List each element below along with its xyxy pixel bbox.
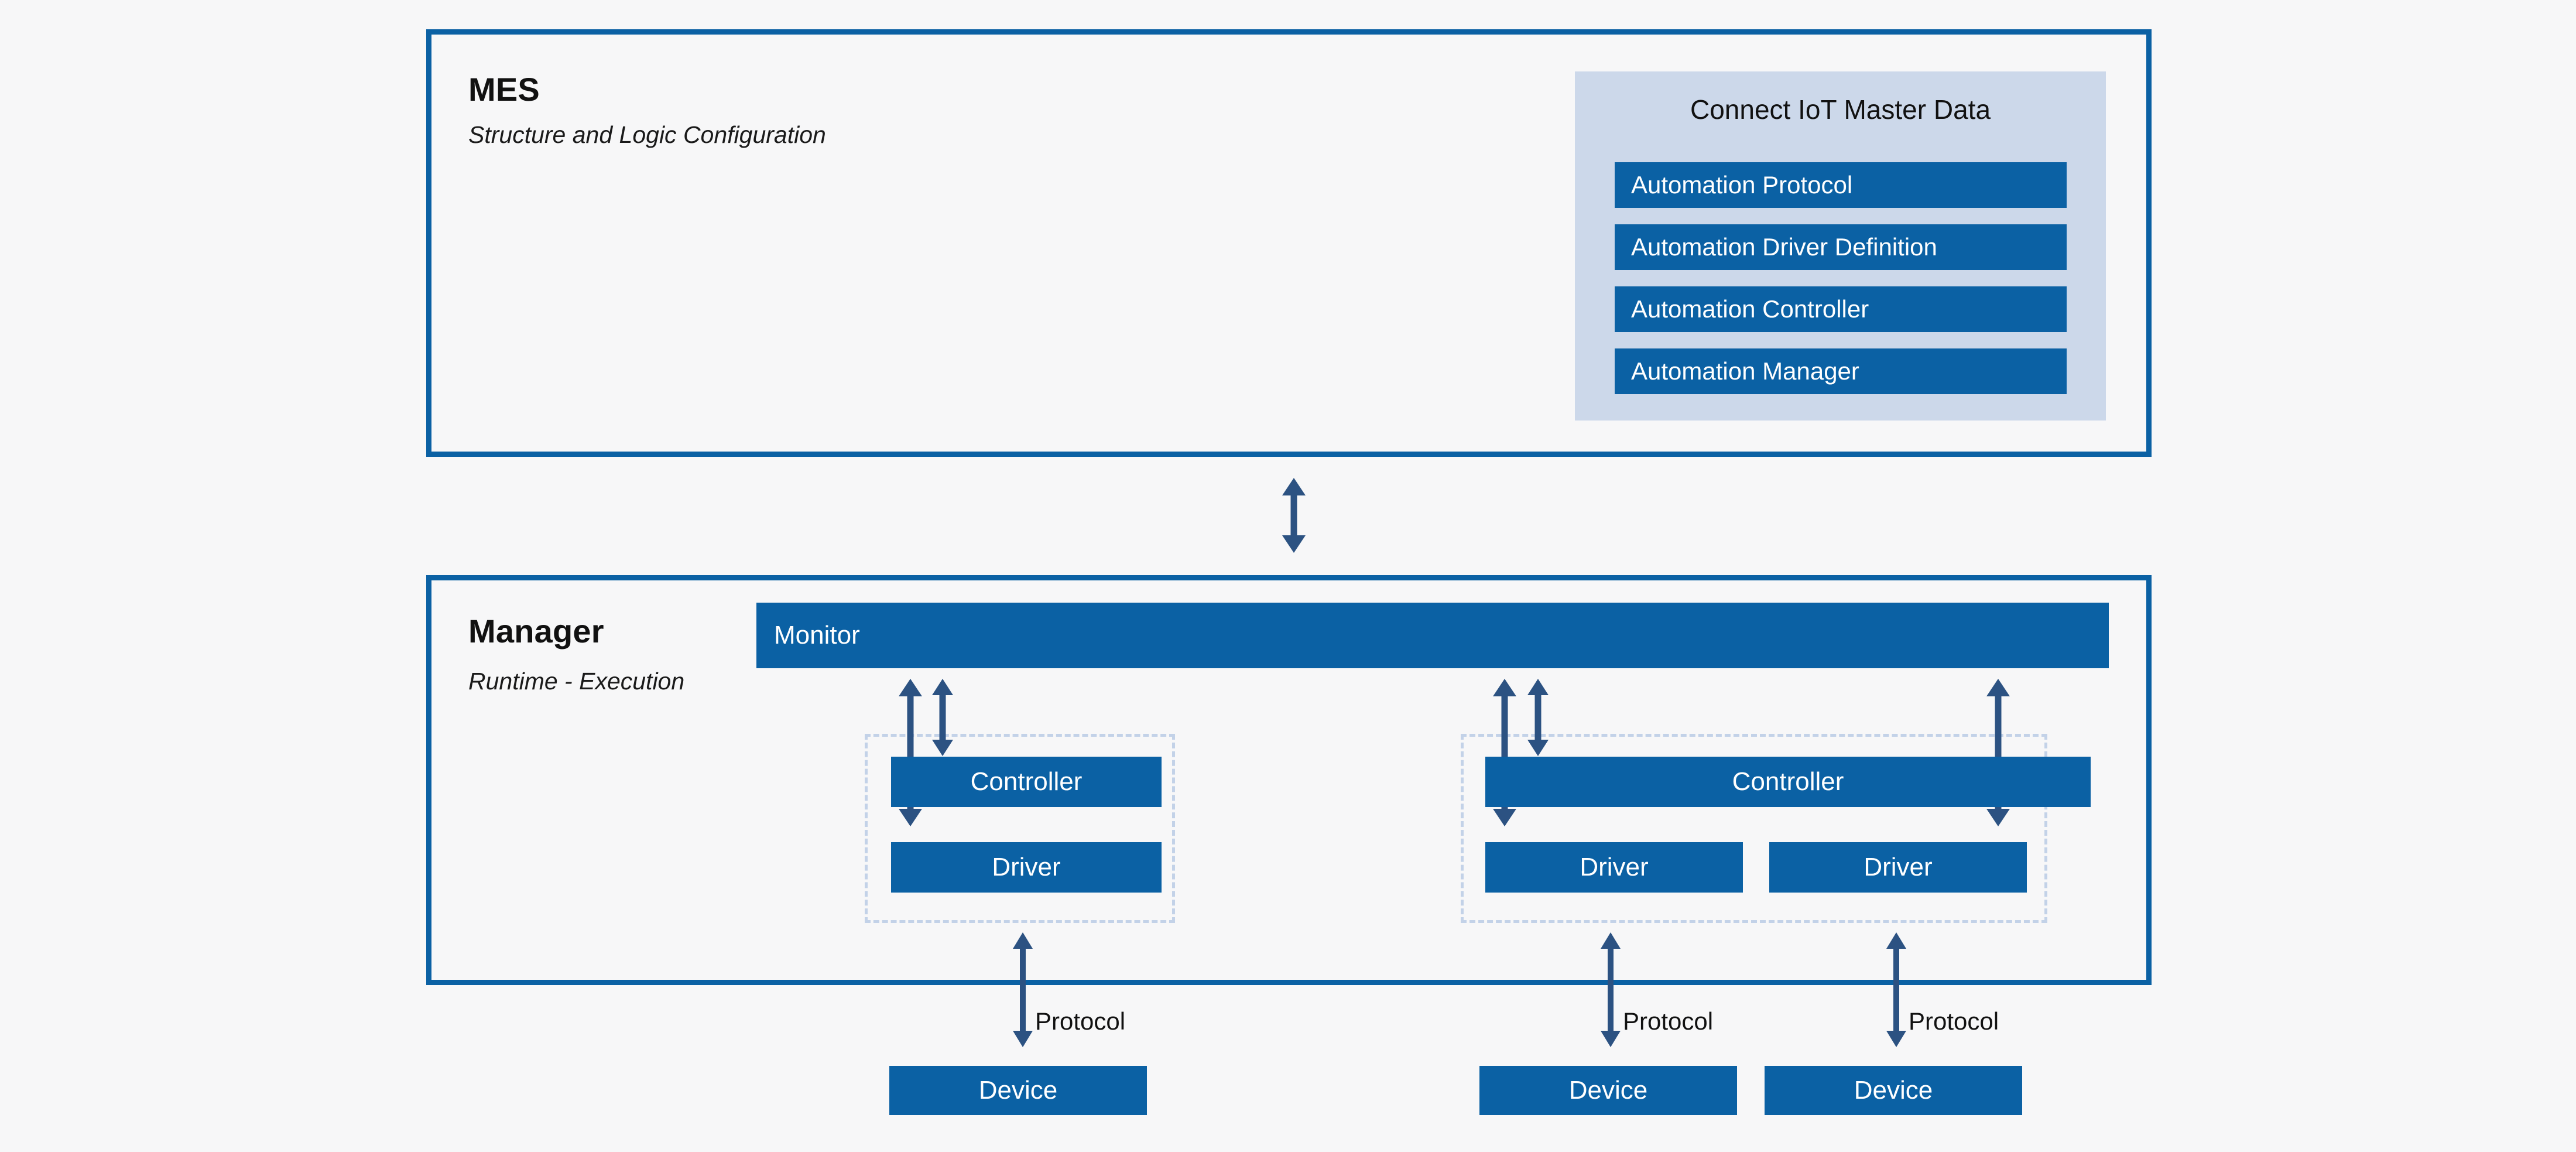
left-driver-bar[interactable]: Driver — [891, 842, 1162, 893]
protocol-arrow-0 — [1008, 931, 1037, 1048]
right-driver-bar-1[interactable]: Driver — [1485, 842, 1743, 893]
master-data-item-automation-driver-definition[interactable]: Automation Driver Definition — [1615, 224, 2067, 270]
device-box-2[interactable]: Device — [1765, 1066, 2022, 1115]
connect-iot-master-data-panel: Connect IoT Master Data Automation Proto… — [1575, 71, 2106, 421]
right-monitor-controller-short-arrow — [1520, 676, 1556, 758]
left-monitor-controller-short-arrow — [925, 676, 960, 758]
protocol-arrow-1 — [1596, 931, 1625, 1048]
mes-subtitle: Structure and Logic Configuration — [468, 121, 826, 148]
manager-subtitle: Runtime - Execution — [468, 668, 685, 695]
right-controller-bar[interactable]: Controller — [1485, 757, 2091, 807]
protocol-label-0: Protocol — [1035, 1007, 1126, 1035]
mes-manager-connector-arrow — [1270, 474, 1317, 556]
protocol-label-1: Protocol — [1623, 1007, 1714, 1035]
master-data-panel-title: Connect IoT Master Data — [1690, 94, 1991, 125]
left-controller-bar[interactable]: Controller — [891, 757, 1162, 807]
master-data-item-automation-protocol[interactable]: Automation Protocol — [1615, 162, 2067, 208]
right-controller-group-frame — [1461, 734, 2047, 923]
mes-title: MES — [468, 71, 540, 108]
manager-title: Manager — [468, 613, 604, 650]
monitor-bar[interactable]: Monitor — [756, 603, 2109, 668]
protocol-arrow-2 — [1882, 931, 1911, 1048]
device-box-0[interactable]: Device — [889, 1066, 1147, 1115]
right-driver-bar-2[interactable]: Driver — [1769, 842, 2027, 893]
device-box-1[interactable]: Device — [1479, 1066, 1737, 1115]
protocol-label-2: Protocol — [1909, 1007, 1999, 1035]
master-data-item-automation-manager[interactable]: Automation Manager — [1615, 348, 2067, 394]
master-data-item-automation-controller[interactable]: Automation Controller — [1615, 286, 2067, 332]
left-controller-group-frame — [865, 734, 1175, 923]
